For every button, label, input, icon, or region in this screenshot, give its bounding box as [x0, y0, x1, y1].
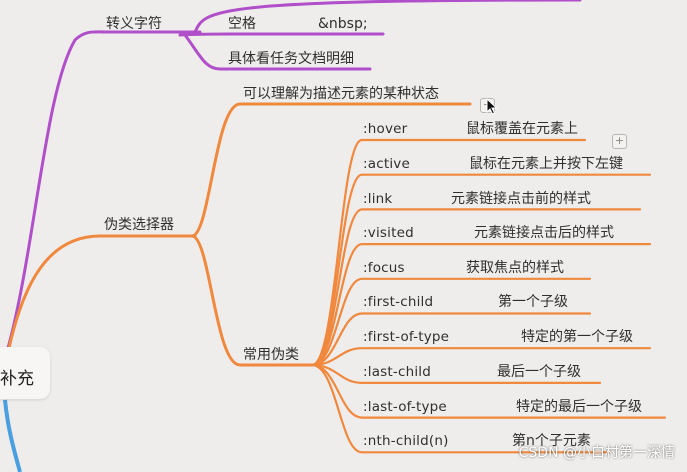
- connector-root-pseudo: [6, 234, 197, 354]
- pseudo-item-desc: 鼠标在元素上并按下左键: [469, 156, 623, 172]
- pseudo-item-desc: 第一个子级: [498, 294, 568, 310]
- connector-pseudo-desc: [190, 102, 472, 238]
- pseudo-item-selector[interactable]: :last-child: [363, 364, 432, 380]
- connector-escape-top: [193, 0, 582, 34]
- pseudo-item-selector[interactable]: :hover: [363, 121, 408, 137]
- pseudo-item-desc: 最后一个子级: [497, 364, 581, 380]
- pseudo-item-desc: 获取焦点的样式: [466, 260, 564, 276]
- pseudo-item-desc: 特定的第一个子级: [521, 329, 633, 345]
- pseudo-description-label[interactable]: 可以理解为描述元素的某种状态: [243, 86, 439, 102]
- connector-pseudo-item: [310, 243, 652, 367]
- pseudo-item-selector[interactable]: :active: [363, 156, 410, 172]
- pseudo-item-desc: 元素链接点击后的样式: [474, 225, 614, 241]
- connector-root-escape: [6, 30, 202, 350]
- escape-characters-label[interactable]: 转义字符: [106, 16, 162, 32]
- pseudo-item-selector[interactable]: :link: [363, 191, 393, 207]
- watermark: CSDN @小白村第一深情: [518, 445, 675, 461]
- connector-pseudo-item: [310, 277, 592, 367]
- connector-escape-space: [178, 32, 385, 37]
- pseudo-item-selector[interactable]: :focus: [363, 260, 405, 276]
- pseudo-item-selector[interactable]: :visited: [363, 225, 414, 241]
- connector-root-blue: [3, 399, 22, 472]
- task-doc-label[interactable]: 具体看任务文档明细: [228, 51, 354, 67]
- pseudo-selector-label[interactable]: 伪类选择器: [104, 217, 174, 233]
- space-label[interactable]: 空格: [228, 16, 256, 32]
- root-node-label: 补充: [0, 369, 34, 389]
- pseudo-item-desc: 第n个子元素: [512, 433, 591, 449]
- connector-pseudo-common: [190, 234, 314, 367]
- pseudo-item-selector[interactable]: :first-of-type: [363, 329, 450, 345]
- pseudo-item-desc: 特定的最后一个子级: [516, 399, 642, 415]
- connector-escape-doc: [183, 33, 372, 71]
- pseudo-item-desc: 元素链接点击前的样式: [451, 191, 591, 207]
- pseudo-item-selector[interactable]: :first-child: [363, 294, 434, 310]
- connector-pseudo-item: [310, 347, 652, 367]
- connector-pseudo-item: [310, 312, 592, 367]
- expand-icon[interactable]: +: [612, 134, 627, 149]
- pseudo-item-desc: 鼠标覆盖在元素上: [466, 121, 578, 137]
- mouse-cursor-icon: [486, 98, 498, 115]
- root-node[interactable]: [0, 347, 50, 399]
- nbsp-label: &nbsp;: [318, 16, 368, 32]
- connector-pseudo-item: [310, 363, 612, 454]
- pseudo-item-selector[interactable]: :nth-child(n): [363, 433, 449, 449]
- pseudo-item-selector[interactable]: :last-of-type: [363, 399, 447, 415]
- common-pseudo-label[interactable]: 常用伪类: [243, 347, 299, 363]
